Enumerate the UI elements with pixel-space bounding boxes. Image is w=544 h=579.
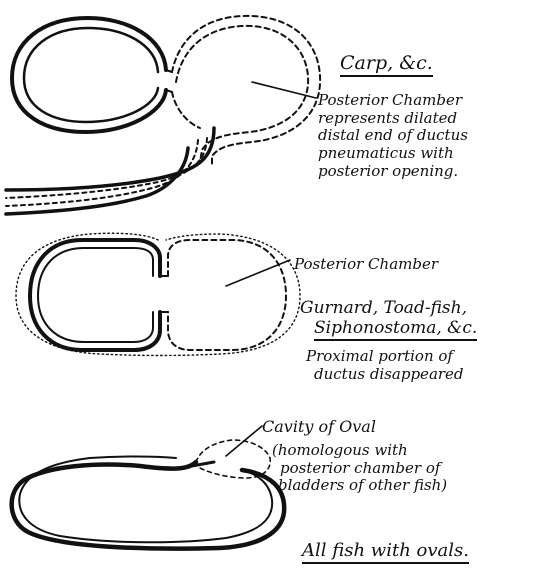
oval-diagram <box>12 426 285 549</box>
gurnard-species-line: Gurnard, Toad-fish, <box>300 298 477 318</box>
oval-description-line: bladders of other fish) <box>278 477 447 495</box>
carp-posterior-chamber-inner <box>176 26 308 162</box>
gurnard-description-line: Proximal portion of <box>306 348 464 366</box>
ductus-pneumaticus <box>6 128 214 214</box>
oval-description: (homologous with posterior chamber of bl… <box>272 442 447 495</box>
oval-pointer-line <box>226 426 262 456</box>
oval-pointer-label: Cavity of Oval <box>262 418 376 437</box>
oval-footer: All fish with ovals. <box>302 540 469 564</box>
carp-diagram <box>6 16 320 214</box>
carp-description-line: distal end of ductus <box>318 127 468 145</box>
gurnard-anterior-chamber-inner <box>38 248 153 342</box>
oval-bladder-outer <box>12 462 285 549</box>
carp-description-line: posterior opening. <box>318 163 468 181</box>
gurnard-pointer-label: Posterior Chamber <box>294 256 438 274</box>
carp-posterior-chamber-base <box>172 92 200 128</box>
gurnard-description: Proximal portion of ductus disappeared <box>306 348 464 383</box>
gurnard-pointer-line <box>226 260 290 286</box>
gurnard-species-line: Siphonostoma, &c. <box>314 318 477 341</box>
oval-description-line: posterior chamber of <box>280 460 447 478</box>
carp-anterior-chamber-inner <box>24 28 158 122</box>
carp-anterior-chamber-outer <box>12 18 166 132</box>
carp-posterior-chamber-outer <box>172 16 320 164</box>
carp-description-line: pneumaticus with <box>318 145 468 163</box>
gurnard-description-line: ductus disappeared <box>306 366 464 384</box>
carp-description: Posterior Chamber represents dilated dis… <box>318 92 468 180</box>
carp-title: Carp, &c. <box>340 52 433 77</box>
gurnard-diagram <box>16 233 300 355</box>
carp-description-line: represents dilated <box>318 110 468 128</box>
oval-description-line: (homologous with <box>272 442 447 460</box>
gurnard-anterior-chamber <box>30 240 160 350</box>
gurnard-posterior-chamber <box>168 240 286 350</box>
carp-description-line: Posterior Chamber <box>318 92 468 110</box>
gurnard-species: Gurnard, Toad-fish, Siphonostoma, &c. <box>300 298 477 338</box>
